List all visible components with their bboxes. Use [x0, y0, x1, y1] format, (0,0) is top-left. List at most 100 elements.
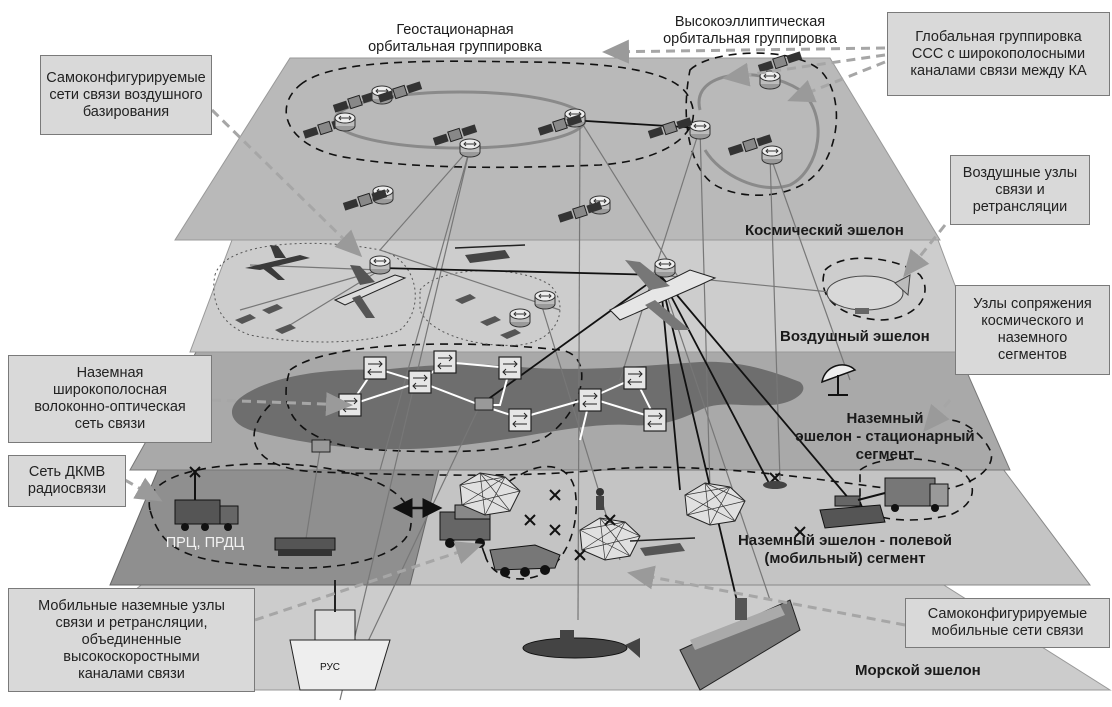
blimp-icon — [826, 274, 911, 314]
link — [379, 249, 561, 311]
tank-icon — [819, 492, 886, 529]
air-field-link — [659, 274, 771, 486]
air-ground-link — [479, 274, 661, 406]
fiber-link — [349, 380, 521, 419]
link — [304, 449, 321, 546]
callout-mobile-selfconfig-text: Самоконфигурируемые мобильные сети связи — [927, 606, 1088, 639]
patrol-ship-icon: РУС — [289, 580, 391, 691]
link — [579, 119, 681, 281]
callout-global-constellation-text: Глобальная группировка ССС с широкополос… — [910, 28, 1087, 79]
router-icon — [761, 145, 783, 165]
callout-fiber-network: Наземная широкополосная волоконно-оптиче… — [8, 355, 212, 443]
switch-icon — [508, 408, 532, 432]
air-sea-link — [659, 274, 746, 636]
callout-air-selfconfig-text: Самоконфигурируемые сети связи воздушног… — [46, 69, 206, 120]
satellite-dish-icon — [821, 364, 857, 396]
link — [769, 154, 781, 481]
fiber-link — [519, 397, 591, 419]
callout-global-constellation: Глобальная группировка ССС с широкополос… — [887, 12, 1110, 96]
leader-arrow — [254, 541, 483, 622]
callout-air-nodes: Воздушные узлы связи и ретрансляции — [950, 155, 1090, 225]
switch-icon — [363, 356, 387, 380]
airliner-aircraft-icon — [609, 258, 717, 330]
link — [699, 127, 711, 491]
callout-hf-network-text: Сеть ДКМВ радиосвязи — [27, 464, 107, 497]
leader-arrow — [210, 108, 363, 258]
callout-interface-nodes-text: Узлы сопряжения космического и наземного… — [973, 296, 1092, 363]
link — [769, 154, 851, 381]
drone-group-icon — [235, 294, 521, 339]
apc-vehicle-icon — [489, 544, 561, 577]
ground-segment-outline — [253, 404, 993, 493]
heo-group-outline — [685, 52, 838, 197]
ship-hull-marking: РУС — [320, 662, 340, 673]
router-icon — [689, 120, 711, 140]
leader-arrow — [787, 60, 886, 103]
switch-icon — [623, 366, 647, 390]
field-helicopter-icon — [629, 537, 696, 556]
callout-interface-nodes: Узлы сопряжения космического и наземного… — [955, 285, 1110, 375]
callout-mobile-ground-nodes-text: Мобильные наземные узлы связи и ретрансл… — [38, 597, 225, 682]
launcher-vehicle-icon — [274, 537, 336, 556]
hf-radio-truck-icon — [174, 466, 239, 531]
switch-icon — [578, 388, 602, 412]
air-backbone-link — [379, 267, 661, 276]
switch-icon — [643, 408, 667, 432]
terminal-icon — [474, 397, 494, 411]
ground-network-outline — [285, 343, 583, 453]
leader-arrow — [124, 477, 163, 502]
geo-group-outline — [285, 60, 695, 169]
air-assets — [235, 244, 911, 339]
link — [619, 127, 701, 381]
space-layer-label: Космический эшелон — [745, 222, 904, 239]
switch-icon — [433, 350, 457, 374]
field-layer-label: Наземный эшелон - полевой (мобильный) се… — [737, 532, 953, 567]
leader-arrow — [903, 224, 947, 278]
terrain-area — [231, 361, 804, 450]
switch-icon — [498, 356, 522, 380]
callout-air-nodes-text: Воздушные узлы связи и ретрансляции — [962, 164, 1078, 215]
air-selfconfig-outline — [213, 242, 416, 343]
sea-layer-label: Морской эшелон — [855, 662, 981, 679]
hf-network-outline — [148, 463, 412, 569]
ground-stationary-layer-label: Наземный эшелон - стационарный сегмент — [795, 410, 975, 463]
blimp-group-outline — [822, 257, 926, 321]
bomber-aircraft-icon — [245, 245, 310, 280]
switch-icon — [408, 370, 432, 394]
heo-orbit-label: Высокоэллиптическая орбитальная группиро… — [663, 14, 837, 47]
leader-arrow — [627, 565, 906, 627]
leader-arrow — [722, 53, 886, 87]
interface-outline — [859, 458, 974, 521]
leader-arrow — [923, 399, 952, 433]
callout-air-selfconfig: Самоконфигурируемые сети связи воздушног… — [40, 55, 212, 135]
link — [577, 119, 581, 621]
terminal-icon — [311, 439, 331, 453]
air-layer-label: Воздушный эшелон — [780, 328, 930, 345]
callout-mobile-selfconfig: Самоконфигурируемые мобильные сети связи — [905, 598, 1110, 648]
comms-truck-icon — [439, 504, 491, 548]
awacs-aircraft-icon — [333, 255, 407, 318]
geo-orbit-label: Геостационарная орбитальная группировка — [368, 22, 542, 55]
link — [379, 147, 471, 251]
ground-node-marker — [763, 481, 787, 489]
air-field-link — [659, 274, 851, 501]
leader-arrow — [211, 392, 353, 417]
field-assets — [174, 466, 949, 577]
soldier-icon — [596, 488, 604, 510]
link — [379, 147, 471, 471]
hf-stations-label: ПРЦ, ПРДЦ — [165, 535, 245, 551]
callout-fiber-network-text: Наземная широкополосная волоконно-оптиче… — [34, 365, 186, 432]
interface-truck-icon — [884, 477, 949, 512]
callout-mobile-ground-nodes: Мобильные наземные узлы связи и ретрансл… — [8, 588, 255, 692]
ground-stationary-nodes — [311, 350, 857, 453]
link — [339, 147, 471, 701]
router-icon — [334, 112, 356, 132]
submarine-icon — [522, 630, 640, 659]
router-icon — [459, 138, 481, 158]
aircraft-carrier-icon — [679, 598, 801, 691]
leader-arrow — [602, 39, 886, 64]
helicopter-icon — [454, 244, 526, 263]
router-icon — [509, 308, 531, 328]
